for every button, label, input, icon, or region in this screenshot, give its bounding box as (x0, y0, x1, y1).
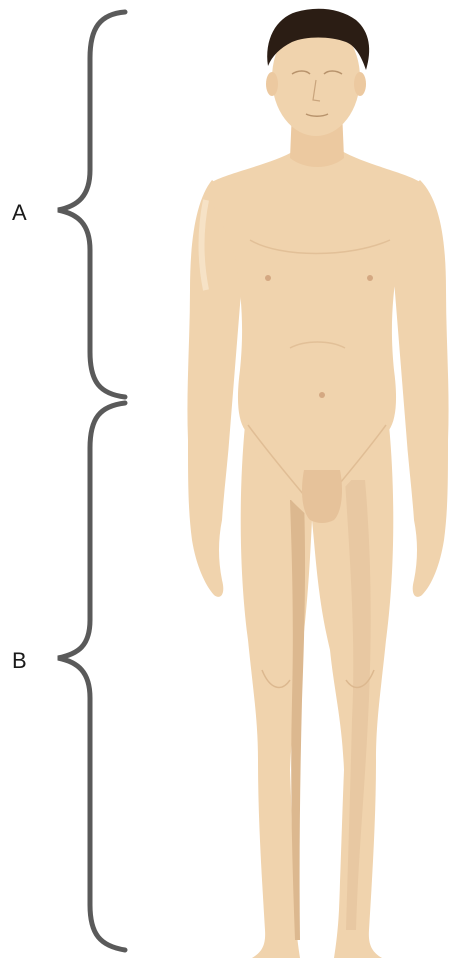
region-label-a: A (12, 202, 27, 224)
left-nipple (265, 275, 271, 281)
groin (302, 470, 342, 523)
right-nipple (367, 275, 373, 281)
bracket-b (58, 403, 125, 950)
human-figure (187, 9, 448, 958)
right-ear (354, 72, 366, 96)
bracket-a (58, 12, 125, 397)
left-ear (266, 72, 278, 96)
region-label-b: B (12, 650, 27, 672)
navel (319, 392, 325, 398)
